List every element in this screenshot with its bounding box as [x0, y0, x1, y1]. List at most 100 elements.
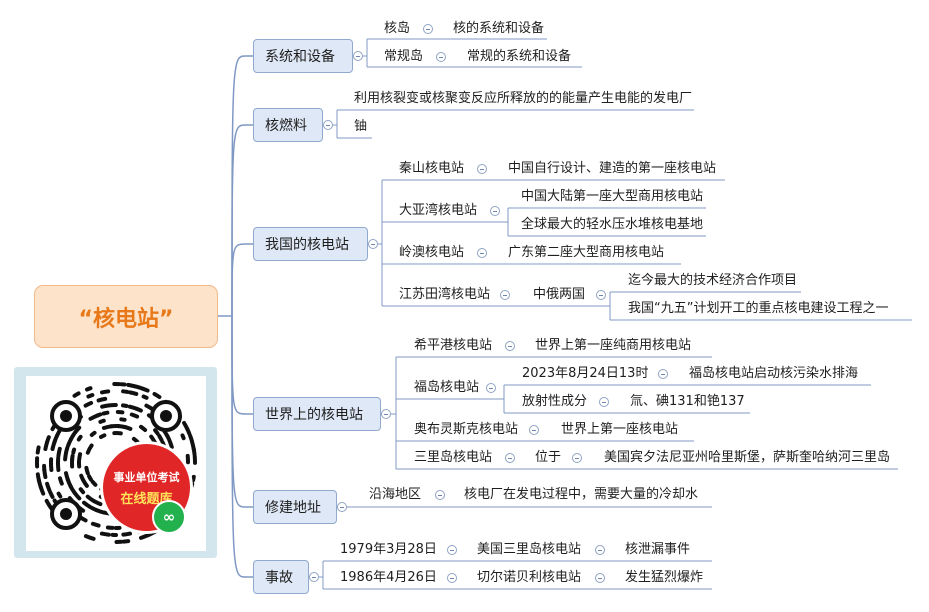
branch-systems[interactable]: 系统和设备: [253, 39, 353, 73]
collapse-icon[interactable]: [477, 248, 487, 258]
leaf-accident-tmi[interactable]: 美国三里岛核电站: [477, 542, 582, 557]
collapse-icon[interactable]: [309, 572, 319, 582]
collapse-icon[interactable]: [447, 545, 457, 555]
leaf-tianwan-desc-2[interactable]: 我国“九五”计划开工的重点核电建设工程之一: [628, 301, 889, 316]
collapse-icon[interactable]: [500, 290, 510, 300]
branch-china-plants[interactable]: 我国的核电站: [253, 227, 368, 261]
mini-program-icon: ∞: [152, 500, 186, 534]
collapse-icon[interactable]: [435, 490, 445, 500]
qr-dot: [129, 412, 140, 419]
qr-dot: [78, 487, 86, 495]
leaf-accident-chernobyl[interactable]: 切尔诺贝利核电站: [477, 570, 582, 585]
collapse-icon[interactable]: [658, 369, 668, 379]
collapse-icon[interactable]: [368, 239, 378, 249]
collapse-icon[interactable]: [486, 383, 496, 393]
leaf-nuclear-island[interactable]: 核岛: [384, 21, 411, 36]
collapse-icon[interactable]: [423, 24, 433, 34]
leaf-isotopes[interactable]: 氚、碘131和铯137: [630, 394, 745, 409]
leaf-coastal[interactable]: 沿海地区: [369, 487, 422, 502]
leaf-lingao-desc[interactable]: 广东第二座大型商用核电站: [508, 245, 665, 260]
qr-dot: [94, 412, 103, 418]
branch-accidents[interactable]: 事故: [253, 560, 309, 594]
qr-dot: [139, 424, 148, 432]
branch-world-plants[interactable]: 世界上的核电站: [253, 397, 381, 431]
leaf-qinshan-desc[interactable]: 中国自行设计、建造的第一座核电站: [508, 161, 717, 176]
collapse-icon[interactable]: [477, 164, 487, 174]
collapse-icon[interactable]: [595, 545, 605, 555]
qr-dot: [139, 533, 151, 540]
leaf-shippingport[interactable]: 希平港核电站: [414, 338, 493, 353]
leaf-nuclear-island-desc[interactable]: 核的系统和设备: [453, 21, 545, 36]
leaf-date-1979[interactable]: 1979年3月28日: [340, 542, 437, 557]
qr-dot: [90, 506, 99, 513]
collapse-icon[interactable]: [447, 573, 457, 583]
leaf-dayawan-desc-2[interactable]: 全球最大的轻水压水堆核电基地: [521, 217, 704, 232]
leaf-located-at[interactable]: 位于: [535, 450, 562, 465]
qr-dot: [63, 451, 68, 462]
branch-fuel[interactable]: 核燃料: [253, 108, 323, 142]
leaf-conventional-island[interactable]: 常规岛: [384, 49, 424, 64]
qr-dot: [99, 531, 111, 537]
qr-dot: [48, 490, 55, 499]
leaf-dayawan-desc-1[interactable]: 中国大陆第一座大型商用核电站: [521, 189, 704, 204]
qr-dot: [191, 474, 196, 483]
qr-dot: [191, 447, 197, 457]
qr-dot: [168, 440, 174, 450]
collapse-icon[interactable]: [596, 290, 606, 300]
collapse-icon[interactable]: [381, 409, 391, 419]
qr-dot: [89, 430, 97, 437]
collapse-icon[interactable]: [323, 120, 333, 130]
qr-dot: [157, 434, 164, 442]
qr-dot: [56, 446, 62, 458]
leaf-fukushima-date[interactable]: 2023年8月24日13时: [522, 366, 649, 381]
qr-dot: [86, 393, 95, 399]
collapse-icon[interactable]: [436, 52, 446, 62]
root-node[interactable]: “核电站”: [34, 285, 218, 348]
leaf-conventional-island-desc[interactable]: 常规的系统和设备: [467, 49, 572, 64]
qr-dot: [128, 390, 139, 396]
collapse-icon[interactable]: [505, 341, 515, 351]
collapse-icon[interactable]: [505, 453, 515, 463]
leaf-date-1986[interactable]: 1986年4月26日: [340, 570, 437, 585]
leaf-coastal-desc[interactable]: 核电厂在发电过程中，需要大量的冷却水: [464, 487, 699, 502]
collapse-icon[interactable]: [490, 206, 500, 216]
leaf-uranium[interactable]: 铀: [354, 119, 368, 134]
qr-dot: [69, 432, 76, 442]
leaf-definition[interactable]: 利用核裂变或核聚变反应所释放的的能量产生电能的发电厂: [354, 91, 693, 106]
qr-dot: [139, 386, 150, 393]
branch-site[interactable]: 修建地址: [253, 490, 337, 524]
leaf-dayawan[interactable]: 大亚湾核电站: [399, 203, 478, 218]
leaf-tianwan[interactable]: 江苏田湾核电站: [399, 287, 491, 302]
qr-eye-center: [60, 508, 72, 520]
qr-dot: [79, 473, 86, 482]
qr-dot: [82, 500, 93, 510]
collapse-icon[interactable]: [572, 453, 582, 463]
leaf-accident-tmi-desc[interactable]: 核泄漏事件: [625, 542, 691, 557]
qr-dot: [98, 418, 106, 424]
leaf-tianwan-desc-1[interactable]: 迄今最大的技术经济合作项目: [628, 273, 798, 288]
leaf-qinshan[interactable]: 秦山核电站: [399, 161, 465, 176]
leaf-china-russia[interactable]: 中俄两国: [533, 287, 586, 302]
qr-dot: [96, 396, 108, 403]
collapse-icon[interactable]: [353, 51, 363, 61]
leaf-fukushima-event[interactable]: 福岛核电站启动核污染水排海: [689, 366, 859, 381]
leaf-radioactive[interactable]: 放射性成分: [522, 394, 588, 409]
leaf-fukushima[interactable]: 福岛核电站: [414, 380, 480, 395]
leaf-obninsk[interactable]: 奥布灵斯克核电站: [414, 422, 519, 437]
leaf-accident-chernobyl-desc[interactable]: 发生猛烈爆炸: [625, 570, 704, 585]
qr-dot: [144, 403, 154, 411]
collapse-icon[interactable]: [599, 397, 609, 407]
leaf-tmi-location[interactable]: 美国宾夕法尼亚州哈里斯堡，萨斯奎哈纳河三里岛: [604, 450, 891, 465]
leaf-shippingport-desc[interactable]: 世界上第一座纯商用核电站: [535, 338, 692, 353]
leaf-lingao[interactable]: 岭澳核电站: [399, 245, 465, 260]
qr-dot: [165, 434, 172, 444]
collapse-icon[interactable]: [595, 573, 605, 583]
leaf-three-mile-island[interactable]: 三里岛核电站: [414, 450, 493, 465]
collapse-icon[interactable]: [529, 425, 539, 435]
collapse-icon[interactable]: [337, 502, 347, 512]
qr-dot: [100, 389, 111, 395]
leaf-obninsk-desc[interactable]: 世界上第一座核电站: [561, 422, 679, 437]
qr-dot: [58, 476, 64, 486]
qr-eye-center: [60, 410, 72, 422]
